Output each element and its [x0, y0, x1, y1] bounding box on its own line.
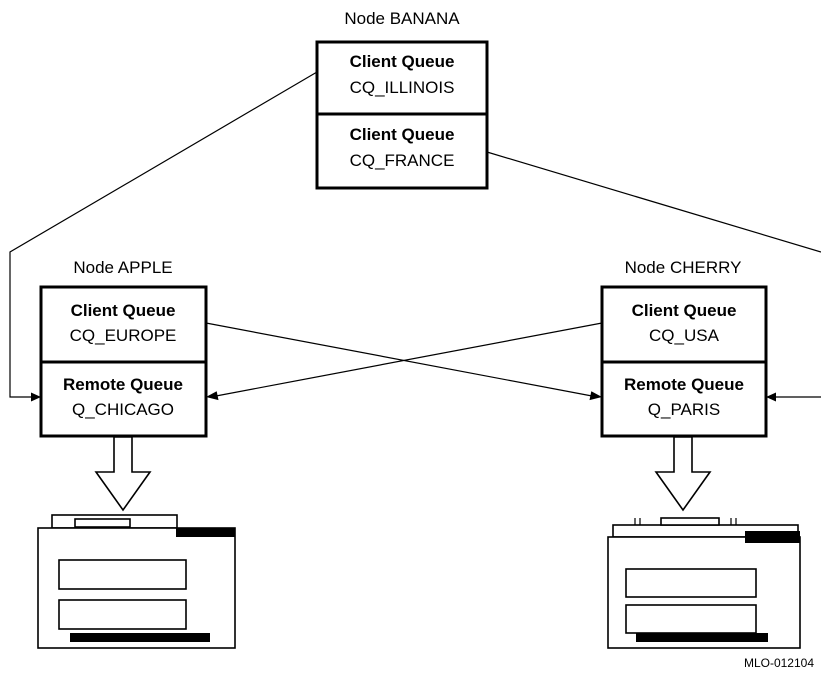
connection-cq-europe-to-q-paris	[205, 322, 602, 401]
queue-box-q-chicago	[39, 360, 208, 438]
connection-cq-france-to-q-paris	[486, 151, 821, 402]
queue-type-label: Remote Queue	[63, 375, 183, 394]
node-banana-label: Node BANANA	[344, 9, 460, 28]
queue-name-label: CQ_USA	[649, 326, 720, 345]
printer-icon	[607, 517, 801, 649]
queue-name-label: CQ_ILLINOIS	[350, 78, 455, 97]
queue-type-label: Client Queue	[350, 52, 455, 71]
node-banana: Node BANANA Client Queue CQ_ILLINOIS Cli…	[315, 9, 489, 190]
queue-box-cq-france	[315, 112, 489, 190]
queue-box-cq-europe	[39, 285, 208, 364]
connections	[9, 71, 821, 402]
arrowhead-icon	[766, 392, 776, 402]
node-cherry-label: Node CHERRY	[625, 258, 742, 277]
queue-name-label: CQ_FRANCE	[350, 151, 455, 170]
queue-type-label: Client Queue	[71, 301, 176, 320]
queue-box-q-paris	[600, 360, 768, 438]
connection-cq-usa-to-q-chicago	[206, 322, 603, 401]
printer-icon	[37, 514, 236, 649]
figure-id: MLO-012104	[744, 656, 814, 670]
queue-name-label: CQ_EUROPE	[70, 326, 177, 345]
arrowhead-icon	[206, 391, 219, 401]
print-arrow-icon	[94, 436, 152, 512]
queue-type-label: Client Queue	[350, 125, 455, 144]
arrowhead-icon	[589, 391, 602, 401]
node-apple: Node APPLE Client Queue CQ_EUROPE Remote…	[39, 258, 208, 438]
node-cherry: Node CHERRY Client Queue CQ_USA Remote Q…	[600, 258, 768, 438]
queue-type-label: Client Queue	[632, 301, 737, 320]
print-arrow-icon	[654, 436, 712, 512]
arrowhead-icon	[31, 392, 41, 402]
node-apple-label: Node APPLE	[73, 258, 172, 277]
queue-name-label: Q_CHICAGO	[72, 400, 174, 419]
connection-cq-illinois-to-q-chicago	[9, 71, 318, 402]
queue-box-cq-usa	[600, 285, 768, 364]
queue-box-cq-illinois	[315, 40, 489, 116]
queue-name-label: Q_PARIS	[648, 400, 720, 419]
queue-type-label: Remote Queue	[624, 375, 744, 394]
